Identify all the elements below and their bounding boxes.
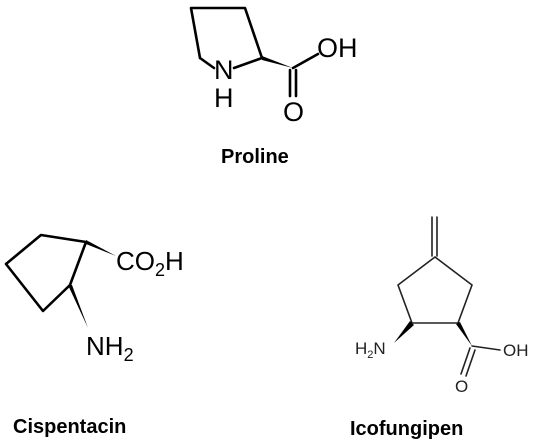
icofungipen-wedge-carboxyl (456, 322, 472, 346)
icofungipen-ring (397, 255, 473, 324)
proline-structure: OH N H O (189, 6, 358, 127)
cispentacin-atom-carboxyl: CO2H (116, 246, 184, 280)
cispentacin-wedge-amine (68, 285, 88, 328)
proline-caption: Proline (221, 146, 289, 168)
cispentacin-wedge-carboxyl (86, 240, 116, 256)
proline-bond-c-oh (291, 52, 320, 70)
proline-ring-bonds (189, 6, 264, 60)
icofungipen-atom-amine: H2N (355, 339, 386, 361)
icofungipen-bond-co-2 (465, 349, 476, 377)
icofungipen-wedge-amine (394, 321, 414, 343)
icofungipen-bond-c-oh (471, 345, 501, 351)
proline-atom-n: N (214, 55, 234, 85)
icofungipen-structure: H2N OH O (355, 216, 529, 396)
proline-bond-n-c2 (232, 56, 264, 70)
cispentacin-atom-amine: NH2 (86, 331, 134, 365)
proline-atom-oh: OH (317, 33, 358, 63)
icofungipen-atom-oh: OH (503, 341, 529, 360)
proline-bond-c5-n (198, 56, 216, 70)
proline-atom-nh-h: H (214, 83, 234, 113)
proline-atom-o: O (283, 97, 304, 127)
icofungipen-bond-co-1 (460, 347, 471, 375)
icofungipen-atom-o: O (455, 377, 468, 396)
cispentacin-caption: Cispentacin (13, 416, 126, 438)
proline-stereo-wedge (262, 56, 293, 68)
cispentacin-ring (4, 233, 88, 313)
cispentacin-structure: CO2H NH2 (4, 233, 184, 365)
icofungipen-caption: Icofungipen (350, 418, 463, 440)
